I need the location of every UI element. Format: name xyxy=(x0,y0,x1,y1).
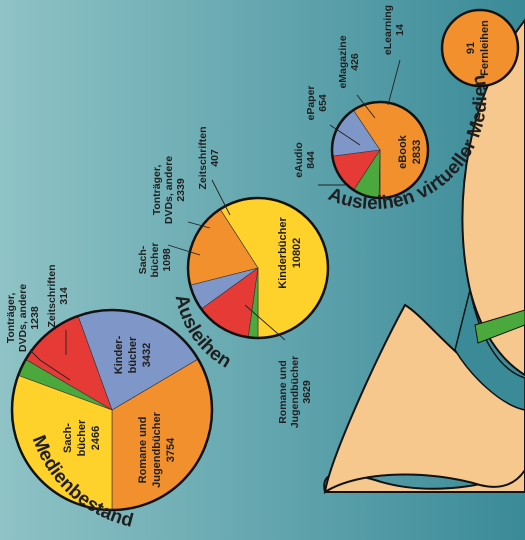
pie1-outline xyxy=(10,308,214,512)
svg-text:Tonträger,: Tonträger, xyxy=(151,165,163,216)
label-c1-zeit: Zeitschriften 314 xyxy=(46,264,70,327)
svg-text:Zeitschriften: Zeitschriften xyxy=(197,126,209,189)
svg-text:DVDs, andere: DVDs, andere xyxy=(17,284,29,352)
label-c1-ton: Tonträger, DVDs, andere 1238 xyxy=(5,284,41,352)
label-c2-romane: Romane und Jugendbücher 3629 xyxy=(277,356,313,428)
svg-text:Jugendbücher: Jugendbücher xyxy=(151,411,163,488)
svg-text:10802: 10802 xyxy=(291,238,303,269)
svg-text:ePaper: ePaper xyxy=(305,85,317,120)
svg-text:Sach-: Sach- xyxy=(137,245,149,274)
svg-text:eBook: eBook xyxy=(397,134,409,169)
svg-text:14: 14 xyxy=(394,24,406,36)
svg-text:DVDs, andere: DVDs, andere xyxy=(163,156,175,224)
svg-text:844: 844 xyxy=(305,151,317,169)
label-c3-eaudio: eAudio 844 xyxy=(293,142,317,178)
leader-c2-zeit xyxy=(211,179,231,216)
svg-text:314: 314 xyxy=(58,287,70,305)
leader-c3-elearn xyxy=(387,59,401,106)
leader-c2-ton xyxy=(187,221,211,229)
svg-text:654: 654 xyxy=(317,94,329,112)
svg-text:Romane und: Romane und xyxy=(277,360,289,424)
svg-text:91: 91 xyxy=(465,42,477,54)
leader-c3-epaper xyxy=(329,124,361,146)
label-c3-ebook: eBook 2833 xyxy=(397,134,423,169)
svg-text:Zeitschriften: Zeitschriften xyxy=(46,264,58,327)
label-c1-romane: Romane und Jugendbücher 3754 xyxy=(137,411,177,488)
svg-text:bücher: bücher xyxy=(149,242,161,277)
svg-text:eLearning: eLearning xyxy=(382,5,394,55)
svg-text:Sach-: Sach- xyxy=(62,423,74,453)
label-c3-emag: eMagazine 426 xyxy=(337,35,361,88)
svg-text:426: 426 xyxy=(349,53,361,71)
decorative-green-band xyxy=(474,309,525,344)
label-c1-sach: Sach- bücher 2466 xyxy=(62,419,102,456)
label-c2-ton: Tonträger, DVDs, andere 2339 xyxy=(151,156,187,224)
svg-text:Tonträger,: Tonträger, xyxy=(5,293,17,344)
svg-text:3432: 3432 xyxy=(141,343,153,367)
label-c1-kinder: Kinder- bücher 3432 xyxy=(113,335,153,374)
decorative-tan-lower xyxy=(323,303,525,495)
svg-text:3754: 3754 xyxy=(165,437,177,462)
svg-text:407: 407 xyxy=(209,149,221,167)
pie4-outline xyxy=(440,8,520,88)
label-c3-epaper: ePaper 654 xyxy=(305,85,329,120)
svg-text:Jugendbücher: Jugendbücher xyxy=(289,356,301,428)
svg-text:2339: 2339 xyxy=(175,178,187,202)
svg-text:bücher: bücher xyxy=(76,419,88,456)
svg-text:2833: 2833 xyxy=(411,140,423,164)
svg-text:eAudio: eAudio xyxy=(293,142,305,178)
svg-text:Romane und: Romane und xyxy=(137,417,149,484)
label-c4: 91 Fernleihen xyxy=(465,20,491,76)
svg-text:Kinderbücher: Kinderbücher xyxy=(277,217,289,289)
leader-c1-ton xyxy=(29,349,71,381)
leader-c2-romane xyxy=(244,304,286,341)
svg-text:eMagazine: eMagazine xyxy=(337,35,349,88)
pie2-outline xyxy=(186,196,330,340)
svg-text:1238: 1238 xyxy=(29,306,41,330)
pie3-outline xyxy=(330,100,430,200)
svg-text:1098: 1098 xyxy=(161,248,173,272)
label-c2-sach: Sach- bücher 1098 xyxy=(137,242,173,277)
label-c2-kinder: Kinderbücher 10802 xyxy=(277,217,303,289)
label-c2-zeit: Zeitschriften 407 xyxy=(197,126,221,189)
leader-c2-sach xyxy=(167,244,201,256)
svg-text:bücher: bücher xyxy=(127,336,139,373)
label-c3-elearn: eLearning 14 xyxy=(382,5,406,55)
svg-text:2466: 2466 xyxy=(90,426,102,450)
svg-text:Kinder-: Kinder- xyxy=(113,335,125,374)
svg-text:Fernleihen: Fernleihen xyxy=(479,20,491,76)
leader-c3-emag xyxy=(356,94,376,119)
svg-text:3629: 3629 xyxy=(301,380,313,404)
